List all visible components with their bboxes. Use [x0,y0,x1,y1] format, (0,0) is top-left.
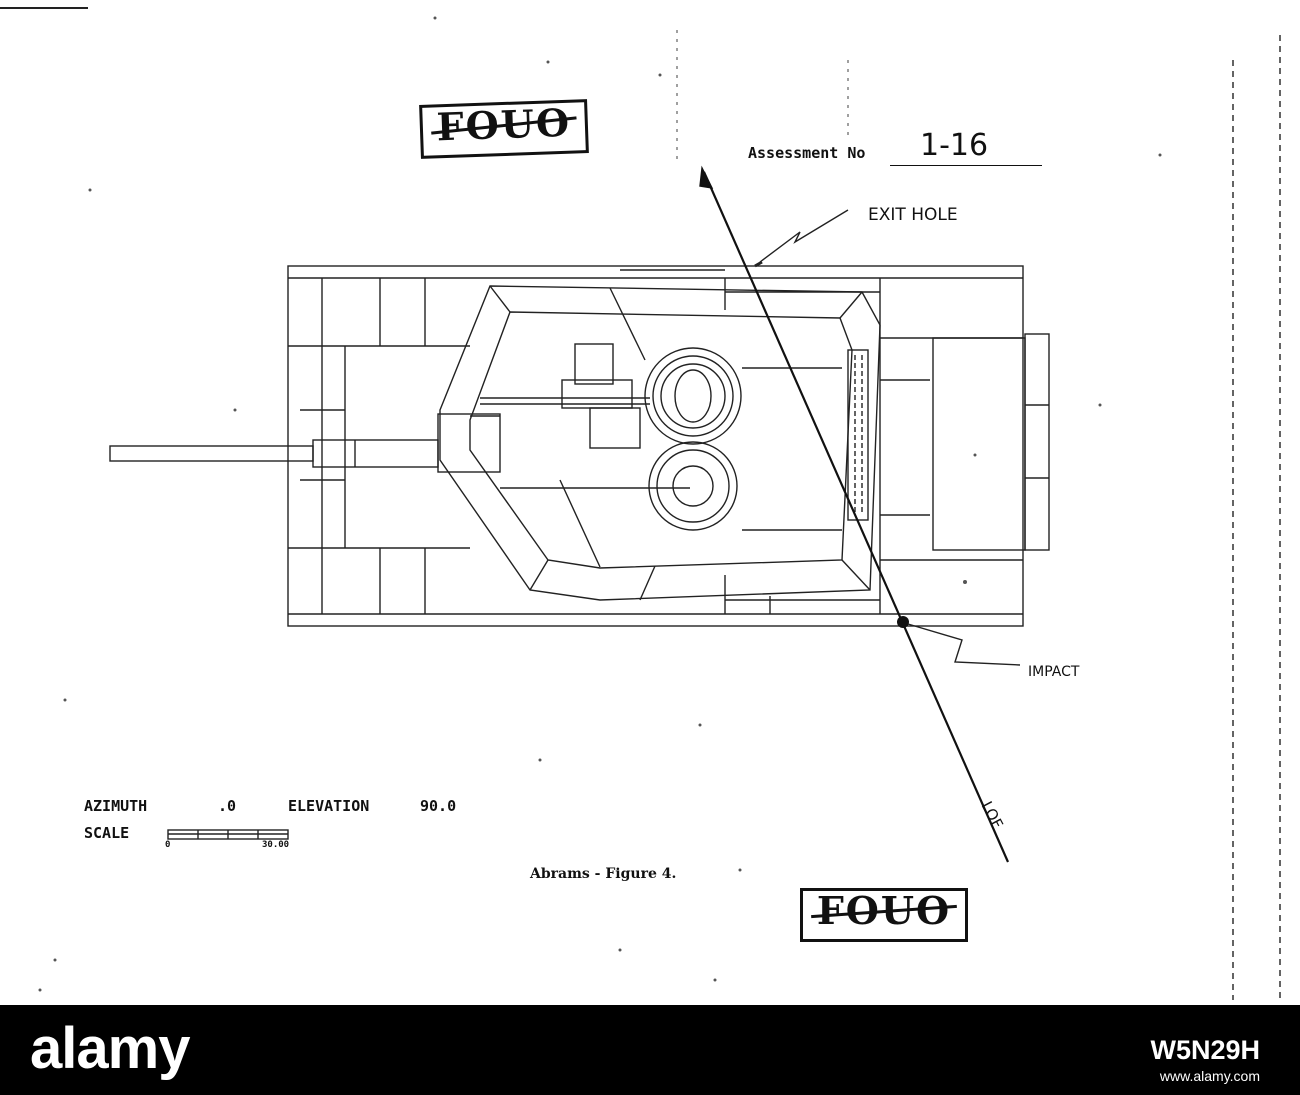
line-of-fire [699,165,1010,863]
assessment-label: Assessment No [748,144,866,162]
commander-hatch [644,347,742,445]
fouo-stamp-top: FOUO [419,99,589,159]
scale-min: 0 [165,840,171,850]
figure-caption: Abrams - Figure 4. [530,866,677,882]
alamy-logo: alamy [30,1016,190,1081]
elevation-label: ELEVATION [288,797,370,815]
impact-label: IMPACT [1028,664,1080,680]
exit-hole-label: EXIT HOLE [868,205,958,225]
assessment-number: 1-16 [920,128,989,163]
scale-max: 30.00 [262,840,290,850]
elevation-value: 90.0 [420,797,457,815]
tank-turret [439,285,881,601]
azimuth-value: .0 [218,797,237,815]
engine-deck [932,333,1050,551]
site-url: www.alamy.com [1159,1068,1260,1084]
impact-leader [907,623,1021,666]
main-gun-barrel [109,413,501,473]
scale-bar-graphic [167,829,289,840]
azimuth-label: AZIMUTH [84,797,148,815]
image-code: W5N29H [1150,1035,1260,1065]
loader-hatch [648,441,738,531]
exit-hole-mark [754,260,763,268]
impact-point [897,616,909,628]
scanned-document: FOUO FOUO Assessment No 1-16 EXIT HOLE I… [0,0,1300,1005]
assessment-underline [890,165,1042,166]
fouo-stamp-bottom: FOUO [800,888,968,942]
tank-hull [287,265,1024,627]
tank-top-view-diagram [0,7,1281,1000]
watermark-bar: alamy W5N29H www.alamy.com [0,1005,1300,1095]
exit-hole-leader [759,209,849,263]
scan-specks [38,16,1162,992]
scale-label: SCALE [84,824,130,842]
